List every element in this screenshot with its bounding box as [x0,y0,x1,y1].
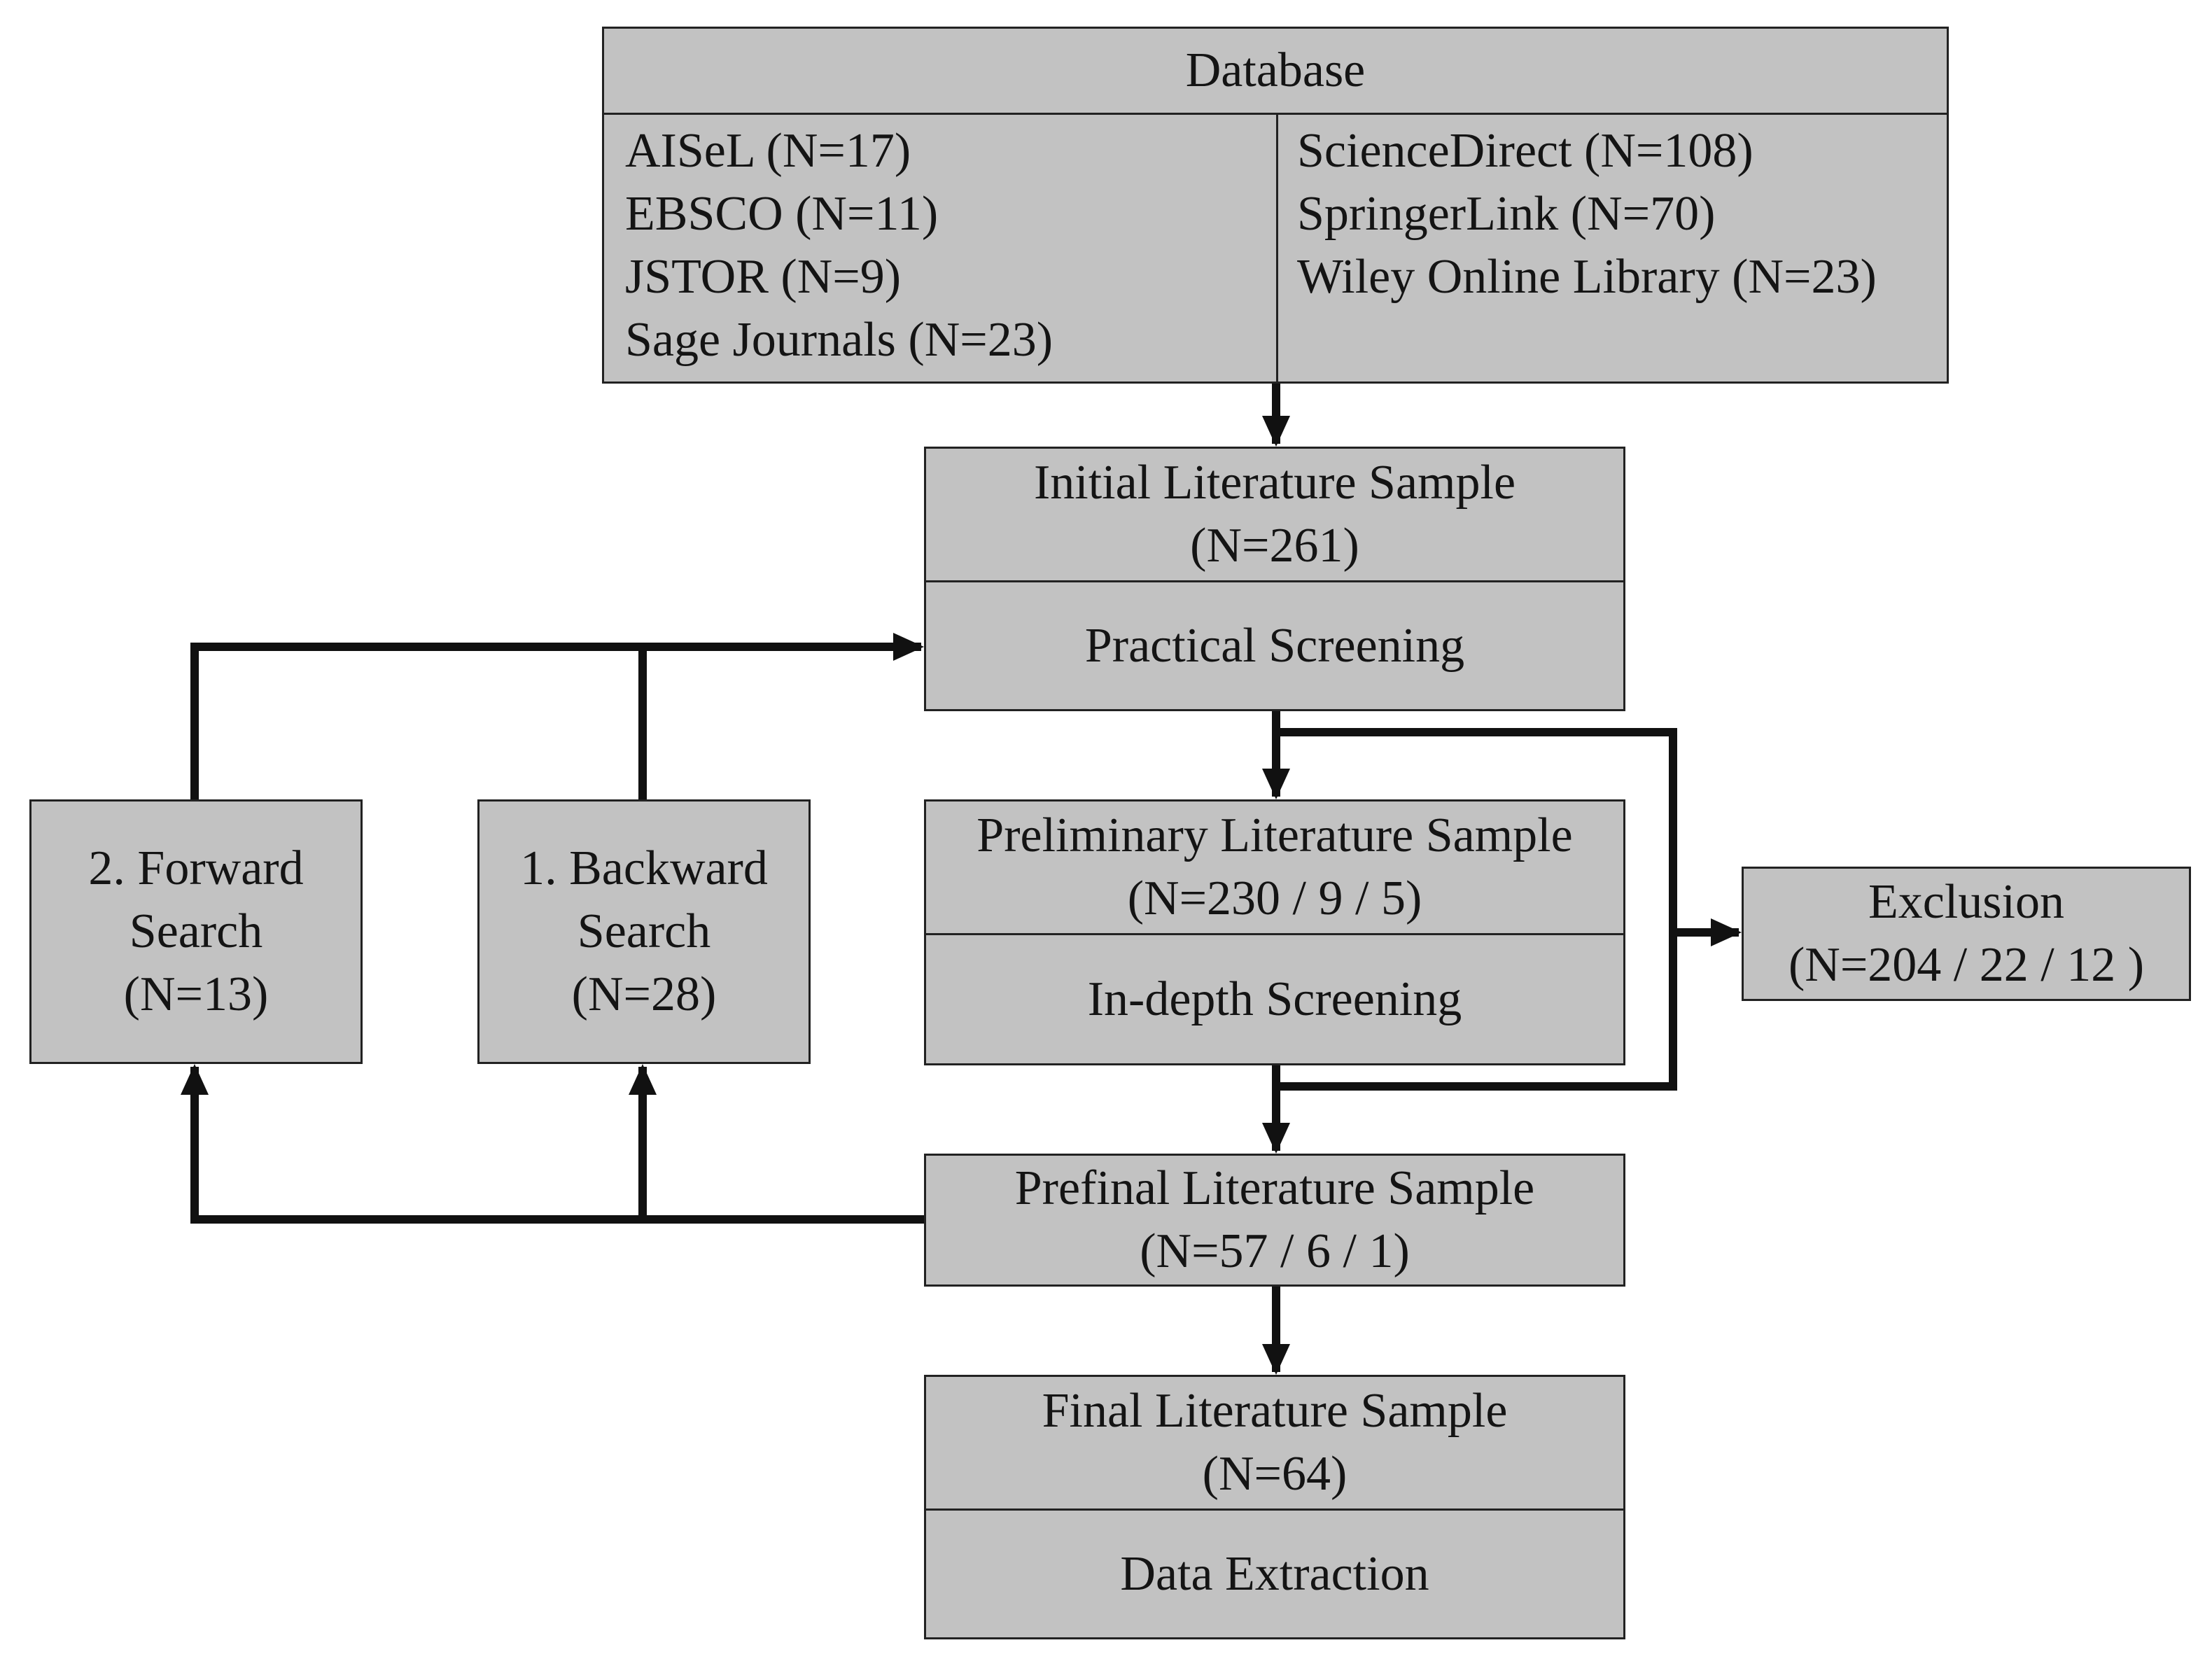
initial-sample-box: Initial Literature Sample (N=261) Practi… [924,447,1625,711]
final-sample-count: (N=64) [1202,1447,1348,1501]
initial-sample-divider [926,580,1623,582]
database-title-divider [604,113,1947,115]
database-box: Database AISeL (N=17) EBSCO (N=11) JSTOR… [602,27,1949,384]
initial-sample-count: (N=261) [1190,519,1359,573]
forward-search-content: 2. Forward Search (N=13) [31,802,360,1062]
preliminary-sample-divider [926,933,1623,935]
database-title: Database [1185,43,1366,97]
backward-search-content: 1. Backward Search (N=28) [479,802,808,1062]
exclusion-title: Exclusion [1868,875,2064,929]
forward-search-box: 2. Forward Search (N=13) [29,799,363,1064]
final-sample-header: Final Literature Sample (N=64) [926,1377,1623,1508]
exclusion-count: (N=204 / 22 / 12 ) [1788,938,2145,992]
preliminary-sample-box: Preliminary Literature Sample (N=230 / 9… [924,799,1625,1065]
database-left-list: AISeL (N=17) EBSCO (N=11) JSTOR (N=9) Sa… [625,120,1053,372]
database-item: SpringerLink (N=70) [1297,187,1716,241]
backward-search-label: 1. Backward [520,841,768,895]
data-extraction: Data Extraction [1120,1546,1429,1601]
line-searches-to-screening [190,633,924,799]
forward-search-label: 2. Forward [88,841,304,895]
database-item: AISeL (N=17) [625,124,911,178]
preliminary-sample-title: Preliminary Literature Sample [976,808,1573,862]
initial-sample-header: Initial Literature Sample (N=261) [926,449,1623,580]
prefinal-sample-header: Prefinal Literature Sample (N=57 / 6 / 1… [926,1156,1623,1284]
prefinal-sample-title: Prefinal Literature Sample [1014,1161,1535,1215]
database-item: JSTOR (N=9) [625,250,902,304]
exclusion-box: Exclusion (N=204 / 22 / 12 ) [1742,867,2191,1001]
database-item: Wiley Online Library (N=23) [1297,250,1877,304]
database-item: EBSCO (N=11) [625,187,939,241]
initial-sample-title: Initial Literature Sample [1033,456,1516,510]
preliminary-sample-header: Preliminary Literature Sample (N=230 / 9… [926,802,1623,933]
preliminary-sample-count: (N=230 / 9 / 5) [1127,872,1422,925]
database-right-list: ScienceDirect (N=108) SpringerLink (N=70… [1297,120,1877,309]
backward-search-box: 1. Backward Search (N=28) [477,799,811,1064]
forward-search-label-2: Search [129,904,263,958]
exclusion-bracket [1276,728,1677,1091]
final-sample-box: Final Literature Sample (N=64) Data Extr… [924,1375,1625,1639]
prefinal-sample-box: Prefinal Literature Sample (N=57 / 6 / 1… [924,1154,1625,1287]
forward-search-count: (N=13) [123,967,269,1021]
exclusion-content: Exclusion (N=204 / 22 / 12 ) [1744,869,2189,999]
in-depth-screening: In-depth Screening [1087,972,1462,1026]
final-sample-divider [926,1508,1623,1511]
backward-search-label-2: Search [577,904,711,958]
backward-search-count: (N=28) [571,967,717,1021]
database-item: ScienceDirect (N=108) [1297,124,1754,178]
practical-screening: Practical Screening [1084,618,1465,673]
prefinal-sample-count: (N=57 / 6 / 1) [1140,1224,1410,1278]
final-sample-title: Final Literature Sample [1042,1384,1508,1438]
database-column-divider [1276,114,1278,384]
database-item: Sage Journals (N=23) [625,313,1054,367]
line-prefinal-to-searches [181,1064,924,1224]
